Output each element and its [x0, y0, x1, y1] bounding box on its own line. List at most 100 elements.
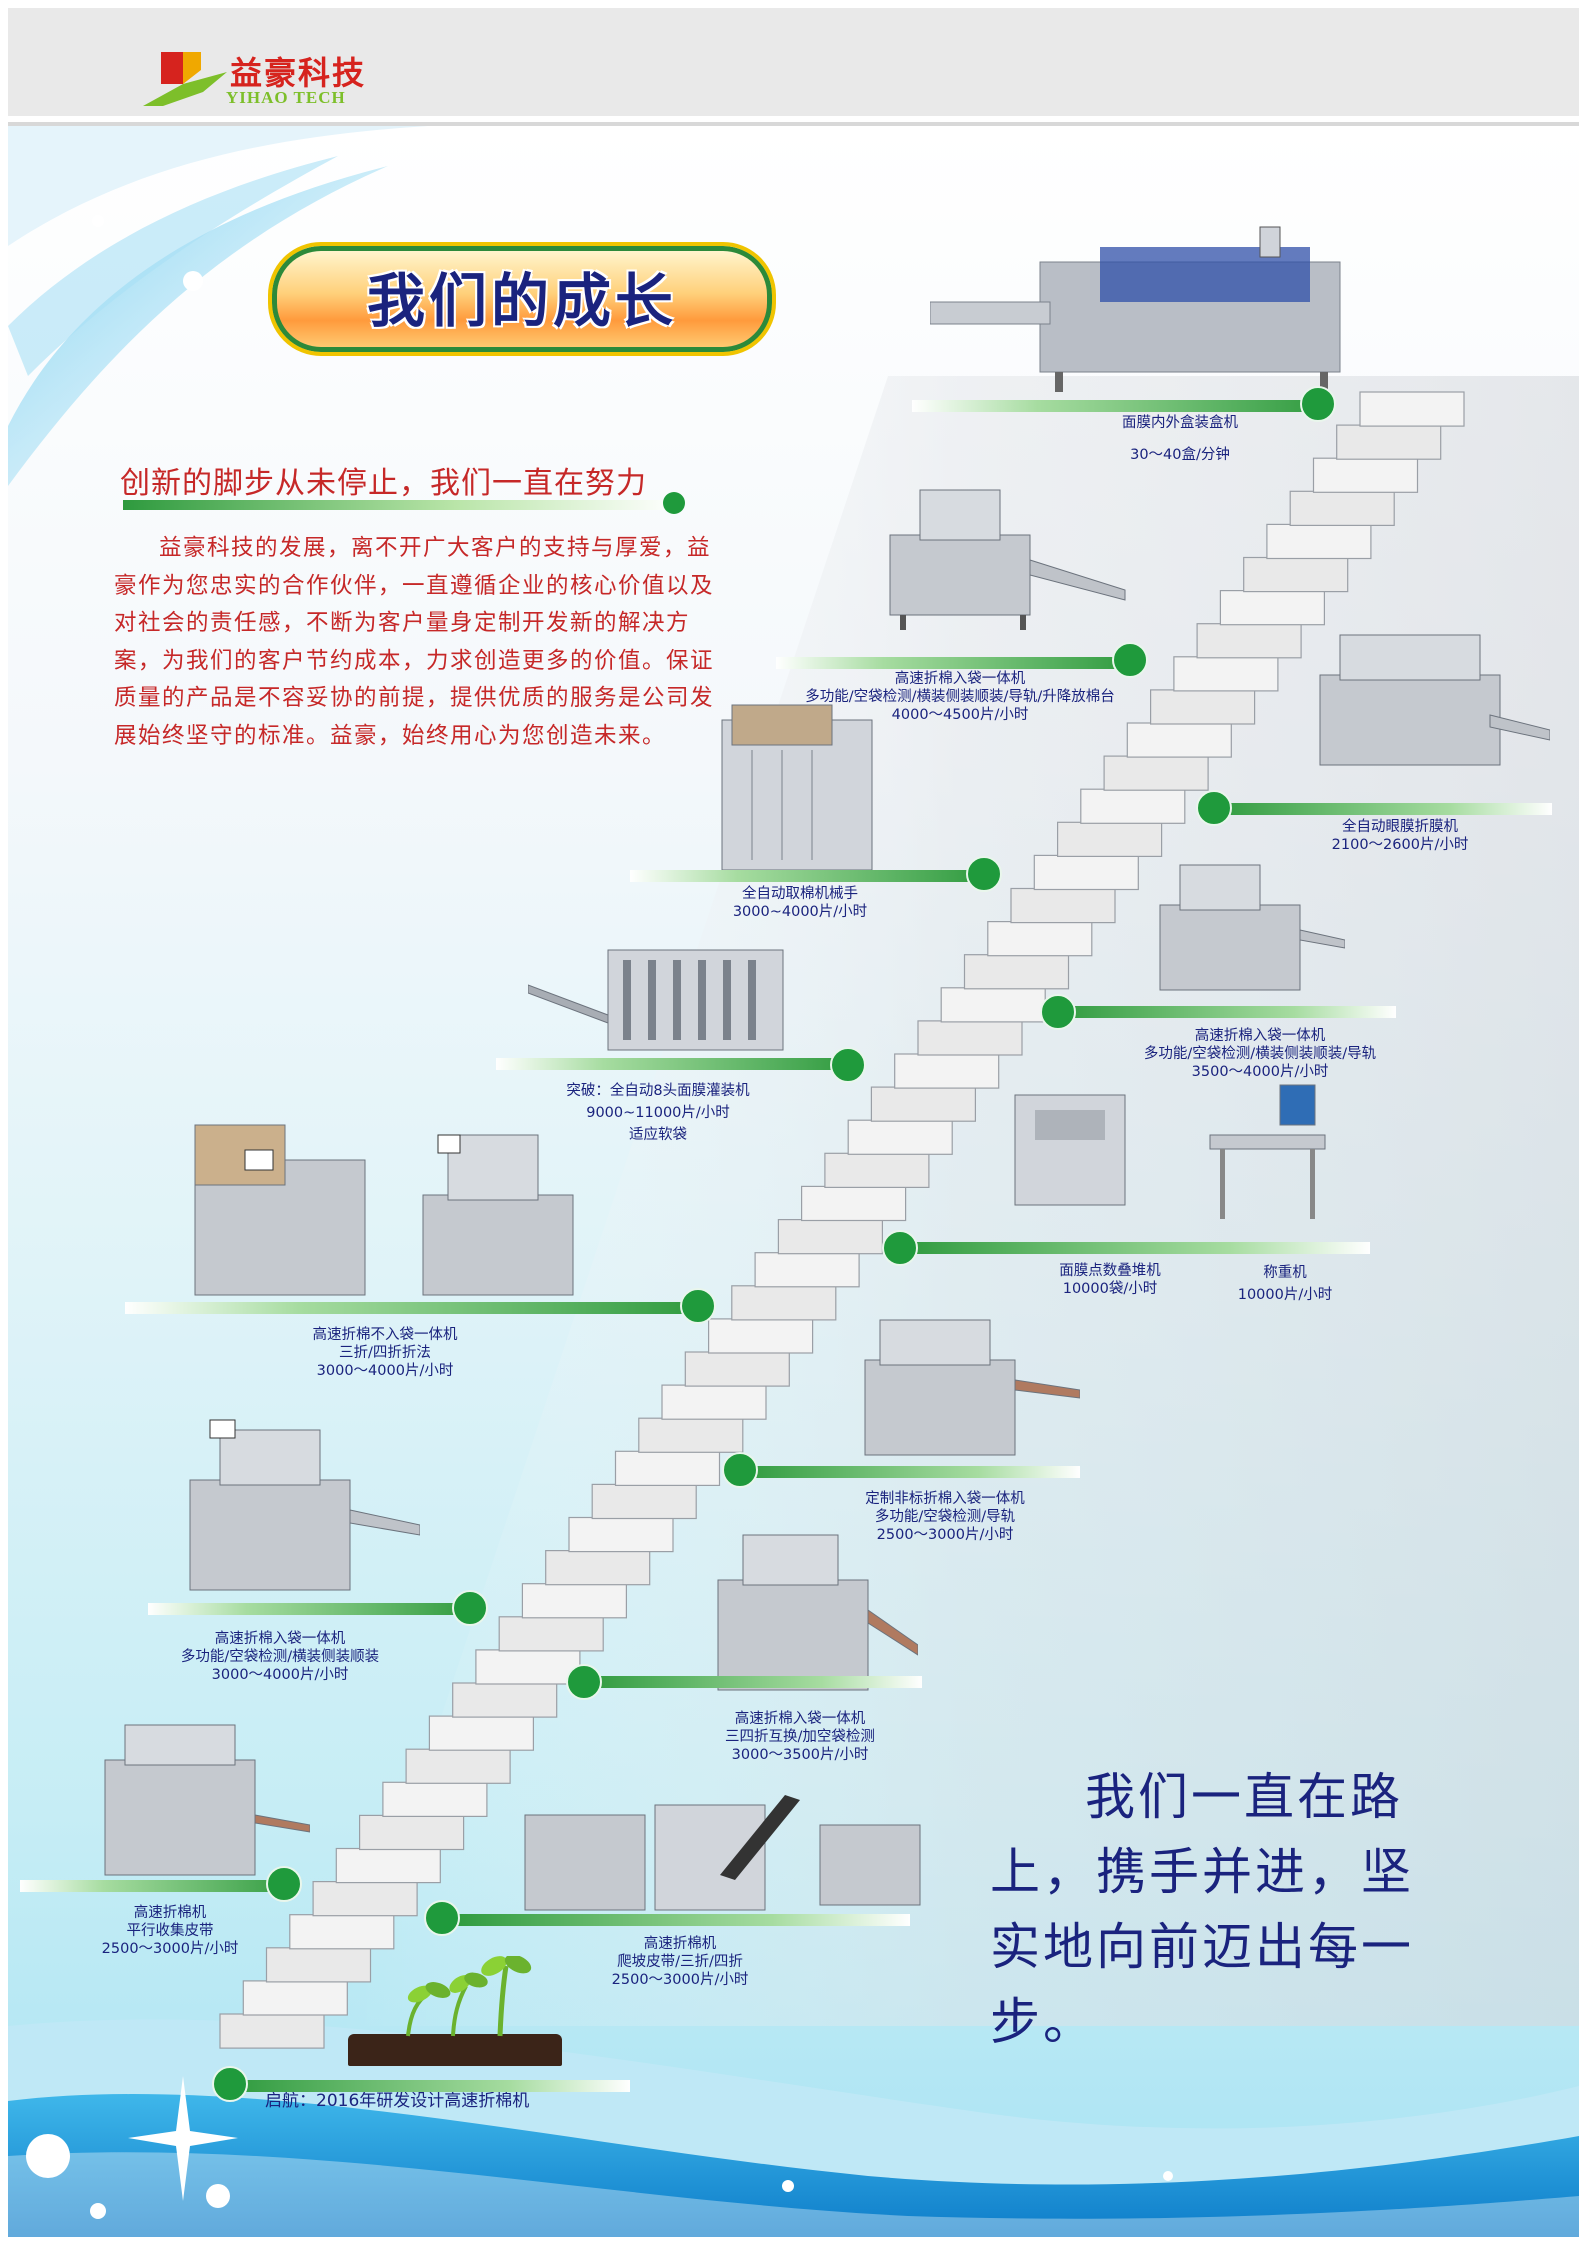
milestone-name: 突破：全自动8头面膜灌装机 — [566, 1083, 750, 1099]
milestone-speed: 10000片/小时 — [1237, 1287, 1333, 1303]
milestone-name: 全自动取棉机械手 — [742, 886, 858, 902]
stair-step — [684, 1351, 790, 1387]
stair-step — [452, 1682, 558, 1718]
stair-step — [359, 1814, 465, 1851]
milestone-bar-folding-bagging-1 — [776, 657, 1136, 669]
stair-step — [382, 1781, 488, 1818]
milestone-name: 启航：2016年研发设计高速折棉机 — [265, 2091, 530, 2111]
milestone-name: 称重机 — [1263, 1265, 1307, 1281]
stair-step — [545, 1549, 651, 1586]
milestone-name: 高速折棉入袋一体机 — [1194, 1028, 1326, 1044]
milestone-features: 多功能/空袋检测/横装侧装顺装/导轨/升降放棉台 — [805, 689, 1115, 705]
machine-image-folding-bagging-2 — [1159, 864, 1345, 991]
stair-step — [824, 1152, 930, 1189]
page-title: 我们的成长 — [366, 267, 677, 335]
stair-step — [847, 1119, 953, 1155]
milestone-features: 平行收集皮带 — [126, 1923, 214, 1939]
milestone-label-folder-flat-belt: 高速折棉机 平行收集皮带 2500～3000片/小时 — [80, 1904, 260, 1958]
milestone-name: 高速折棉入袋一体机 — [894, 671, 1026, 687]
milestone-bar-folder-no-bag — [125, 1302, 705, 1314]
milestone-bar-cartoning — [912, 400, 1332, 412]
milestone-dot-folder-flat-belt — [266, 1866, 302, 1902]
stair-step — [963, 954, 1070, 990]
machine-image-folder-incline-belt — [524, 1795, 921, 1911]
soil-patch — [348, 2034, 562, 2066]
milestone-name: 高速折棉机 — [133, 1905, 207, 1921]
machine-image-robot-arm — [721, 704, 873, 871]
milestone-bar-folding-bagging-2 — [1056, 1006, 1396, 1018]
stair-step — [1196, 623, 1302, 659]
stair-step — [1080, 788, 1186, 824]
closing-line-1: 我们一直在路 — [1085, 1768, 1403, 1826]
stair-step — [1056, 821, 1163, 857]
background-decoration — [8, 126, 1579, 2237]
stair-step — [1359, 391, 1465, 427]
stair-step — [1010, 887, 1116, 924]
stair-step — [1103, 755, 1209, 791]
slogan: 创新的脚步从未停止，我们一直在努力 — [120, 466, 647, 501]
stair-step — [638, 1417, 744, 1453]
stair-step — [1289, 490, 1395, 526]
milestone-bar-folder-flat-belt — [20, 1880, 300, 1892]
milestone-features: 多功能/空袋检测/导轨 — [874, 1509, 1016, 1525]
stair-step — [1033, 854, 1139, 891]
stair-step — [219, 2013, 325, 2049]
machine-image-eye-mask — [1319, 634, 1550, 766]
milestone-name: 高速折棉入袋一体机 — [214, 1631, 346, 1647]
milestone-dot-folder-no-bag — [680, 1288, 716, 1324]
stair-step — [1336, 424, 1442, 460]
milestone-speed: 2500～3000片/小时 — [101, 1941, 239, 1957]
stair-step — [754, 1252, 860, 1288]
stair-step — [940, 987, 1046, 1023]
milestone-label-robot-arm: 全自动取棉机械手 3000~4000片/小时 — [700, 885, 900, 921]
stair-step — [614, 1450, 721, 1487]
intro-paragraph: 益豪科技的发展，离不开广大客户的支持与厚爱，益豪作为您忠实的合作伙伴，一直遵循企… — [114, 535, 715, 749]
seedling-icon — [406, 1956, 532, 2037]
milestone-label-custom-folder: 定制非标折棉入袋一体机 多功能/空袋检测/导轨 2500～3000片/小时 — [835, 1490, 1055, 1544]
stair-step — [1312, 457, 1419, 493]
milestone-dot-folding-bagging-4 — [566, 1664, 602, 1700]
milestone-label-folding-bagging-1: 高速折棉入袋一体机 多功能/空袋检测/横装侧装顺装/导轨/升降放棉台 4000～… — [770, 670, 1150, 724]
stair-step — [1243, 556, 1349, 593]
milestone-speed: 4000～4500片/小时 — [891, 707, 1029, 723]
logo-chinese-name: 益豪科技 — [230, 54, 367, 92]
milestone-bar-origin — [230, 2080, 630, 2092]
milestone-dot-filling — [830, 1047, 866, 1083]
milestone-speed: 3000～3500片/小时 — [731, 1747, 869, 1763]
milestone-features: 三四折互换/加空袋检测 — [725, 1729, 875, 1745]
stair-step — [265, 1947, 372, 1983]
stair-step — [568, 1516, 674, 1553]
milestone-name: 面膜内外盒装盒机 — [1122, 415, 1238, 431]
milestone-speed: 30～40盒/分钟 — [1130, 447, 1230, 463]
milestone-label-folding-bagging-2: 高速折棉入袋一体机 多功能/空袋检测/横装侧装顺装/导轨 3500～4000片/… — [1110, 1027, 1410, 1081]
milestone-bar-filling — [496, 1058, 856, 1070]
stair-step — [428, 1715, 534, 1751]
title-frame — [268, 242, 776, 356]
stair-step — [917, 1020, 1023, 1056]
stair-step — [1149, 689, 1256, 725]
machine-image-folder-no-bag-2 — [422, 1134, 574, 1296]
milestone-bar-folder-incline-belt — [450, 1914, 910, 1926]
machine-image-stacker — [1014, 1094, 1126, 1206]
closing-line-3: 实地向前迈出每一 — [990, 1918, 1414, 1976]
milestone-dot-custom-folder — [722, 1452, 758, 1488]
slogan-marker-dot — [663, 492, 685, 514]
machine-image-cartoning — [930, 226, 1341, 392]
stair-step — [335, 1847, 441, 1884]
milestone-name: 高速折棉机 — [643, 1936, 717, 1952]
stair-step — [894, 1053, 1000, 1089]
closing-line-4: 步。 — [990, 1993, 1096, 2051]
machine-image-folding-bagging-4 — [717, 1534, 918, 1691]
milestone-bar-folding-bagging-4 — [586, 1676, 922, 1688]
stair-step — [498, 1616, 604, 1652]
milestone-speed: 3500～4000片/小时 — [1191, 1064, 1329, 1080]
milestone-speed: 2500～3000片/小时 — [876, 1527, 1014, 1543]
milestone-speed: 10000袋/小时 — [1062, 1281, 1158, 1297]
milestone-name: 面膜点数叠堆机 — [1059, 1263, 1161, 1279]
stair-step — [1173, 656, 1279, 692]
milestone-speed: 2500～3000片/小时 — [611, 1972, 749, 1988]
closing-line-2: 上，携手并进，坚 — [990, 1843, 1414, 1901]
milestone-bar-stacker-weigher — [900, 1242, 1370, 1254]
machine-image-filling — [528, 949, 784, 1051]
machine-image-weigher — [1209, 1084, 1326, 1219]
